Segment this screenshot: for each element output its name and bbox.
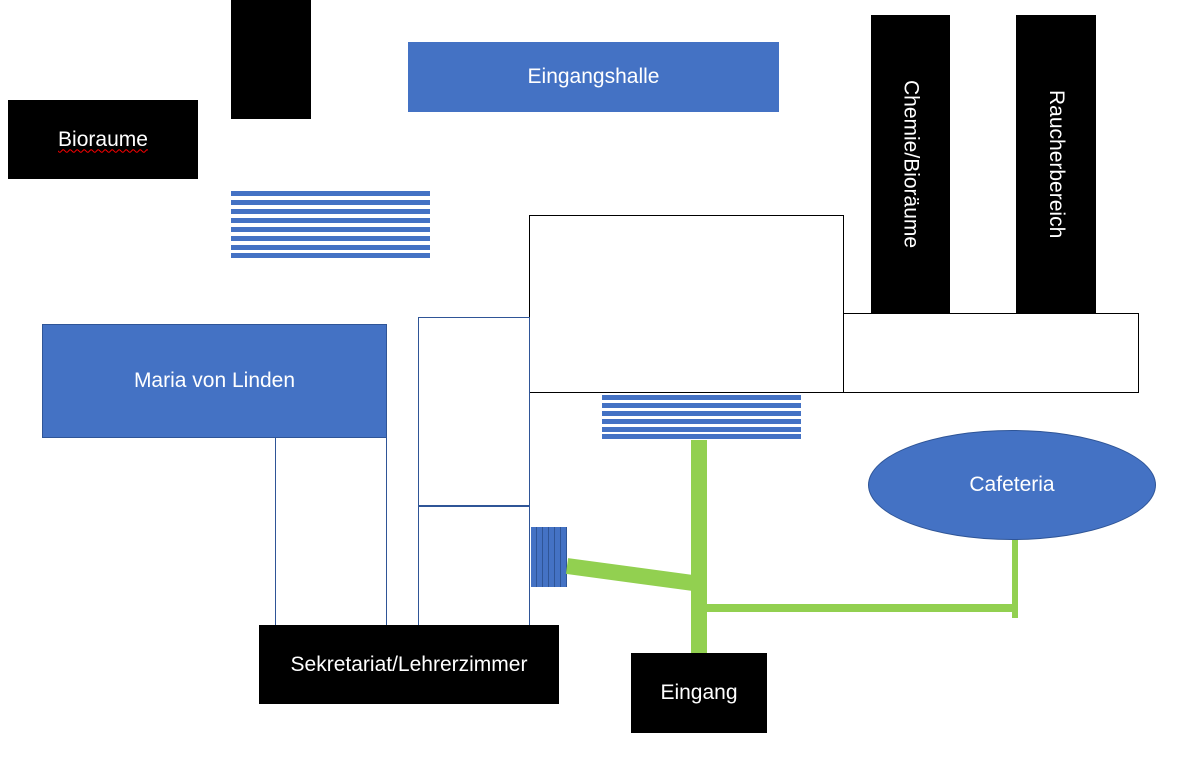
room-cafeteria: Cafeteria <box>868 430 1156 540</box>
building-center <box>529 215 844 393</box>
room-chemie: Chemie/Bioräume <box>871 15 950 314</box>
room-raucherbereich-label: Raucherbereich <box>1045 90 1068 239</box>
stairs-side <box>531 527 567 587</box>
corridor-right <box>842 313 1139 393</box>
room-maria-von-linden: Maria von Linden <box>42 324 387 438</box>
room-sekretariat: Sekretariat/Lehrerzimmer <box>259 625 559 704</box>
room-sekretariat-label: Sekretariat/Lehrerzimmer <box>290 652 528 676</box>
wing-below-maria <box>275 437 387 628</box>
room-cafeteria-label: Cafeteria <box>969 473 1055 496</box>
room-eingang: Eingang <box>631 653 767 733</box>
wing-middle-upper <box>418 317 530 506</box>
room-bioraume-label: Bioraume <box>58 127 148 151</box>
walkway-lines <box>565 440 1018 655</box>
room-eingang-label: Eingang <box>660 681 738 704</box>
room-raucherbereich: Raucherbereich <box>1016 15 1096 314</box>
stairs-upper <box>231 191 430 259</box>
room-maria-von-linden-label: Maria von Linden <box>133 369 296 392</box>
room-bioraume: Bioraume <box>8 100 198 179</box>
room-chemie-label: Chemie/Bioräume <box>899 80 923 249</box>
unlabeled-black-block <box>231 0 311 119</box>
wing-middle-lower <box>418 506 530 628</box>
stairs-lower <box>602 395 801 440</box>
room-eingangshalle: Eingangshalle <box>408 42 779 112</box>
room-eingangshalle-label: Eingangshalle <box>527 65 660 88</box>
path-to-side-stairs <box>565 558 695 591</box>
